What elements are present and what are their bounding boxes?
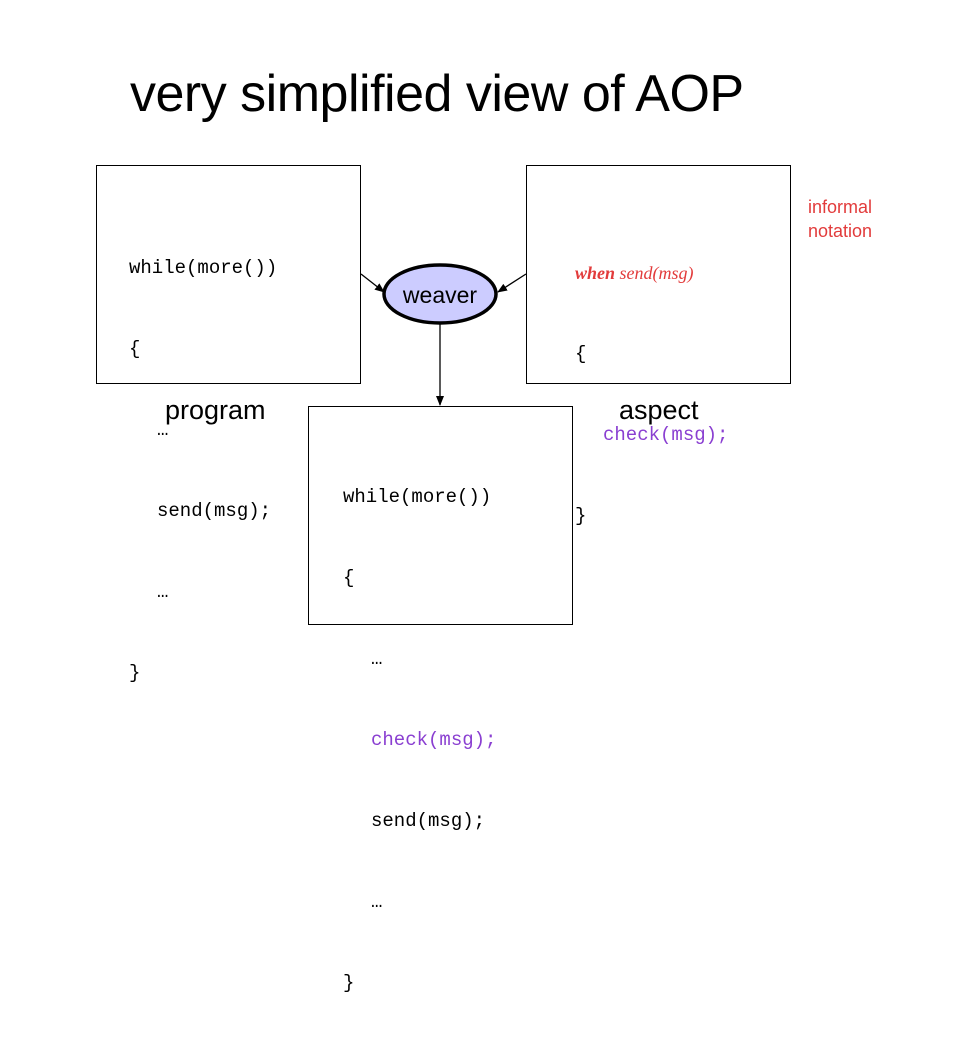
weaver-ellipse [382, 263, 498, 325]
pointcut-expression: send(msg) [619, 263, 694, 283]
code-line: } [129, 662, 141, 684]
code-line: … [157, 419, 169, 441]
program-code: while(more()) { … send(msg); … } [129, 201, 277, 741]
weaver-label: weaver [402, 282, 478, 308]
woven-code: while(more()) { … check(msg); send(msg);… [343, 430, 496, 1051]
code-line: while(more()) [129, 257, 278, 279]
informal-notation-note: informal notation [808, 195, 872, 243]
aspect-label: aspect [619, 395, 699, 425]
advice-line: check(msg); [371, 729, 497, 751]
when-keyword: when [575, 263, 616, 283]
weaver-diagram [360, 263, 527, 406]
program-box: while(more()) { … send(msg); … } [96, 165, 361, 684]
code-line: … [371, 891, 383, 913]
code-line: { [575, 343, 587, 365]
code-line: } [343, 972, 355, 994]
code-line: { [129, 338, 141, 360]
program-label: program [165, 395, 266, 425]
pointcut-line: when send(msg) [575, 260, 728, 287]
aspect-to-weaver-arrow [497, 273, 527, 293]
aspect-code: when send(msg) { check(msg); } [575, 206, 728, 584]
code-line: … [371, 648, 383, 670]
aspect-box: when send(msg) { check(msg); } [526, 165, 791, 527]
code-line: while(more()) [343, 486, 492, 508]
code-line: { [343, 567, 355, 589]
note-line: informal [808, 197, 873, 217]
code-line: send(msg); [371, 810, 486, 832]
woven-result-box: while(more()) { … check(msg); send(msg);… [308, 406, 573, 994]
program-to-weaver-arrow [360, 273, 385, 293]
code-line: … [157, 581, 169, 603]
advice-line: check(msg); [603, 424, 729, 446]
code-line: send(msg); [157, 500, 272, 522]
note-line: notation [808, 221, 873, 241]
code-line: } [575, 505, 587, 527]
slide-title: very simplified view of AOP [130, 65, 744, 123]
